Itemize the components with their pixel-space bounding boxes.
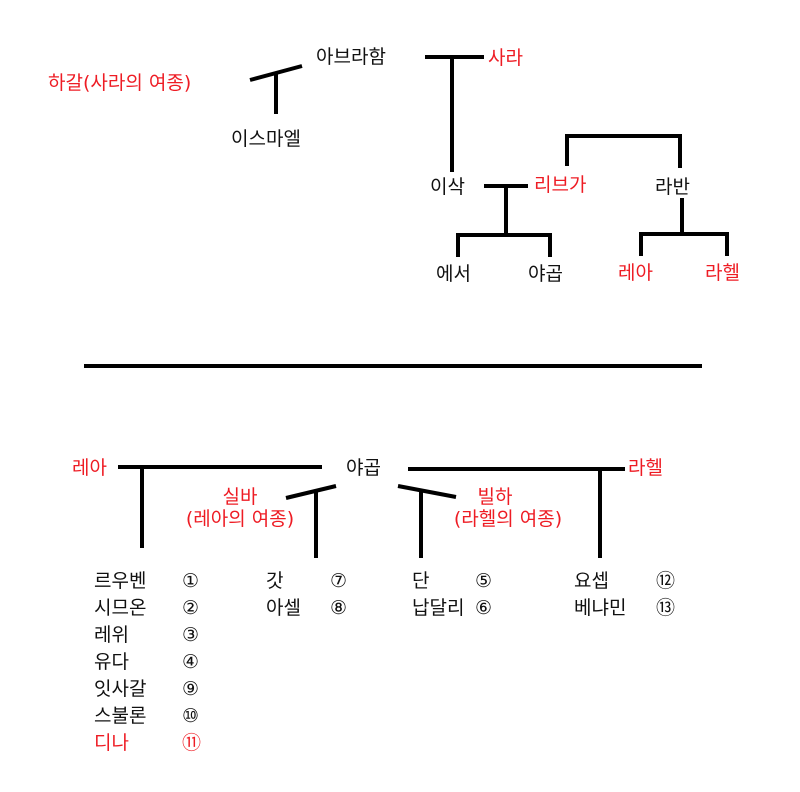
child-order: ① <box>182 570 200 592</box>
zilpah-label: 실바 <box>222 486 258 508</box>
zilpah-note: (레아의 여종) <box>185 508 295 530</box>
sarah-label: 사라 <box>488 47 523 69</box>
jacob-center-label: 야곱 <box>346 457 381 479</box>
hagar-label: 하갈(사라의 여종) <box>48 72 192 94</box>
jacob-wife-rachel-label: 라헬 <box>628 457 663 479</box>
child-name: 단 <box>412 570 430 592</box>
child-order: ⑬ <box>656 597 676 619</box>
child-order: ⑧ <box>330 597 348 619</box>
child-name: 갓 <box>266 570 284 592</box>
child-order: ② <box>182 597 200 619</box>
abraham-label: 아브라함 <box>316 46 386 68</box>
child-name: 요셉 <box>574 570 609 592</box>
child-order: ⑨ <box>182 678 200 700</box>
child-name: 레위 <box>94 624 129 646</box>
leah-label: 레아 <box>618 262 653 284</box>
child-order: ⑥ <box>475 597 493 619</box>
child-name: 스불론 <box>94 705 147 727</box>
ishmael-label: 이스마엘 <box>231 128 301 150</box>
child-order: ⑩ <box>182 705 200 727</box>
bilhah-label: 빌하 <box>477 486 513 508</box>
isaac-label: 이삭 <box>430 176 465 198</box>
child-order: ⑫ <box>656 570 676 592</box>
jacob-zilpah-line <box>285 484 337 500</box>
child-name: 르우벤 <box>94 570 147 592</box>
rachel-label: 라헬 <box>705 262 740 284</box>
child-order: ③ <box>182 624 200 646</box>
jacob-bilhah-line <box>397 484 457 499</box>
jacob-wife-leah-label: 레아 <box>72 457 107 479</box>
child-order: ⑦ <box>330 570 348 592</box>
child-order: ⑪ <box>182 732 202 754</box>
esau-label: 에서 <box>436 263 471 285</box>
child-name: 시므온 <box>94 597 147 619</box>
jacob-label: 야곱 <box>528 263 563 285</box>
child-order: ⑤ <box>475 570 493 592</box>
child-order: ④ <box>182 651 200 673</box>
rebekah-label: 리브가 <box>534 174 587 196</box>
child-name: 베냐민 <box>574 597 627 619</box>
child-name: 디나 <box>94 732 129 754</box>
child-name: 잇사갈 <box>94 678 147 700</box>
child-name: 아셀 <box>266 597 301 619</box>
laban-label: 라반 <box>655 176 690 198</box>
child-name: 납달리 <box>412 597 465 619</box>
bilhah-note: (라헬의 여종) <box>453 508 563 530</box>
child-name: 유다 <box>94 651 129 673</box>
